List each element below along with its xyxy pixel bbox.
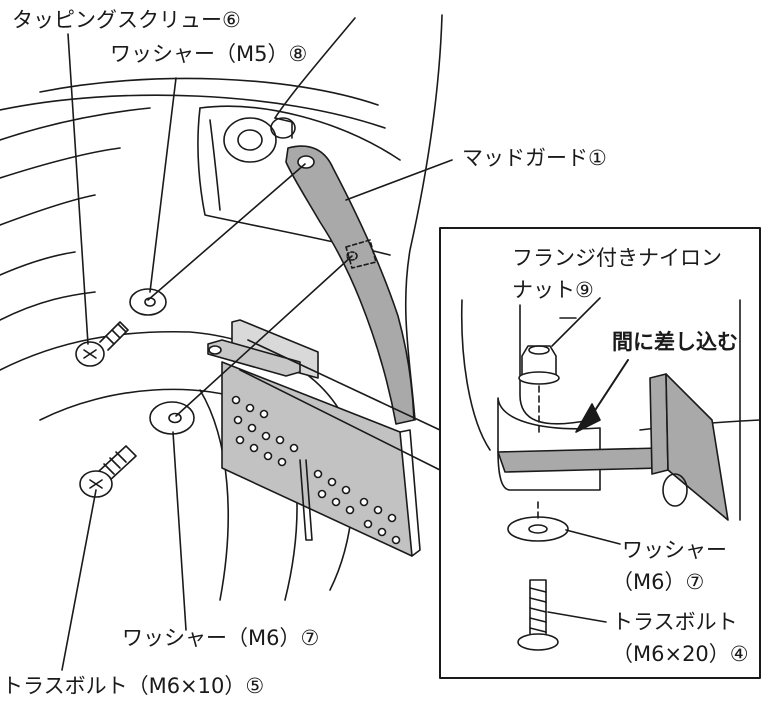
frame-bolt xyxy=(223,117,296,163)
washer-m5 xyxy=(129,288,167,316)
label-washer-m6-main: ワッシャー（M6）⑦ xyxy=(122,626,320,650)
label-washer-m5: ワッシャー（M5）⑧ xyxy=(110,42,308,66)
label-truss-bolt-inset-line1: トラスボルト xyxy=(612,610,738,634)
label-tapping-screw: タッピングスクリュー⑥ xyxy=(12,8,241,32)
truss-bolt-m6x10 xyxy=(79,445,137,498)
tire-outline xyxy=(0,77,386,601)
assembly-axes xyxy=(147,163,353,417)
label-flange-nut-line1: フランジ付きナイロン xyxy=(512,246,722,270)
label-washer-m6-inset-line2: （M6）⑦ xyxy=(612,570,705,594)
inset-callout xyxy=(239,339,441,471)
label-mudguard: マッドガード① xyxy=(462,146,607,170)
label-washer-m6-inset-line1: ワッシャー xyxy=(622,538,727,562)
mudguard-part xyxy=(285,145,415,425)
leader-lines xyxy=(61,33,453,671)
tapping-screw xyxy=(75,321,129,367)
label-truss-bolt-main: トラスボルト（M6×10）⑤ xyxy=(2,674,265,698)
label-insert-between: 間に差し込む xyxy=(612,330,738,354)
inset-detail-box xyxy=(439,227,761,679)
washer-m6 xyxy=(149,401,195,435)
label-flange-nut-line2: ナット⑨ xyxy=(512,278,594,302)
label-truss-bolt-inset-line2: （M6×20）④ xyxy=(612,642,749,666)
mounting-plate xyxy=(221,361,421,557)
